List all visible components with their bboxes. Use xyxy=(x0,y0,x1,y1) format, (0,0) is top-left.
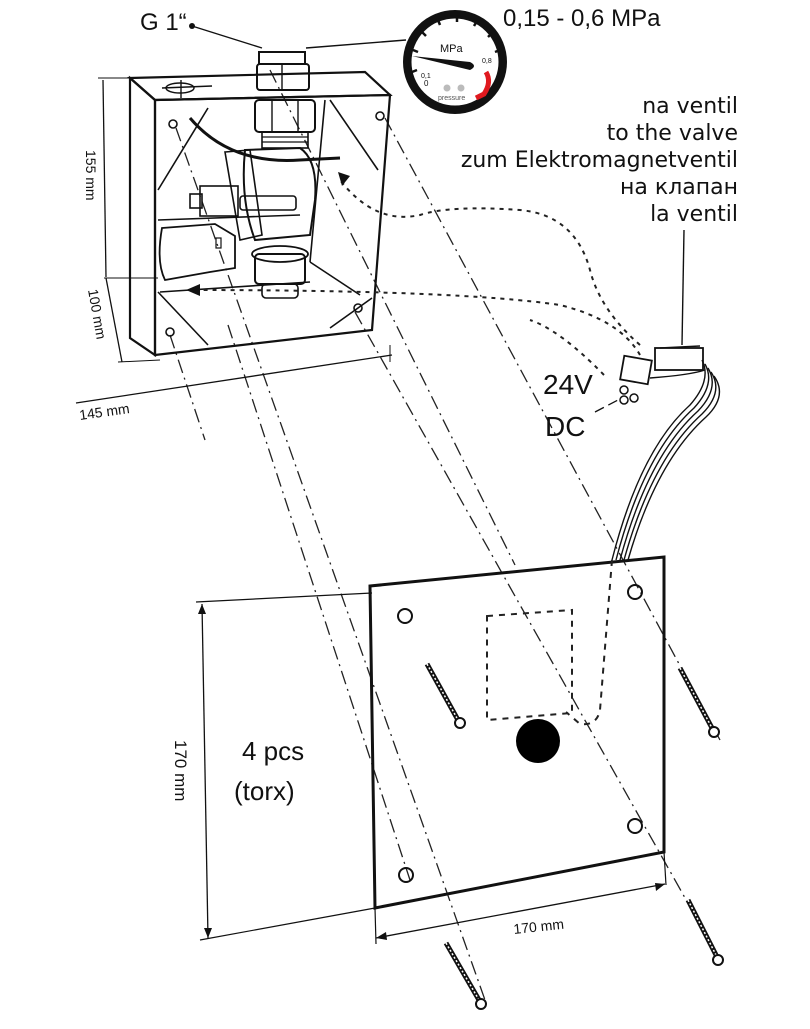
cable-route xyxy=(339,179,641,346)
plate-hole xyxy=(627,584,643,600)
box-depth-label: 100 mm xyxy=(85,288,110,341)
torx-screw xyxy=(424,662,466,729)
alignment-line xyxy=(169,334,206,441)
gauge-caption: pressure xyxy=(438,95,465,102)
screws-qty-label: 4 pcs xyxy=(242,736,304,766)
voltage-label-line2: DC xyxy=(545,411,585,442)
solenoid-valve xyxy=(158,51,341,299)
plate-hole xyxy=(627,818,643,834)
alignment-lines xyxy=(169,69,721,1001)
voltage-label-line1: 24V xyxy=(543,369,593,400)
cover-plate xyxy=(368,555,666,910)
alignment-line xyxy=(354,311,721,961)
plate-hole xyxy=(398,867,414,883)
box-dimensions: 155 mm 100 mm 145 mm xyxy=(75,77,393,423)
connector xyxy=(611,345,721,561)
mount-hole xyxy=(353,303,363,313)
sensor-window xyxy=(516,719,560,763)
gauge-needle xyxy=(412,56,474,70)
inlet-thread-label: G 1“ xyxy=(140,9,187,36)
torx-screw xyxy=(685,898,724,966)
hidden-module-outline xyxy=(486,608,573,722)
gauge-scale-low: 0,1 xyxy=(421,73,431,80)
valve-note-line: на клапан xyxy=(620,175,738,200)
mount-hole xyxy=(165,327,175,337)
plate-hole xyxy=(397,608,413,624)
gauge-scale-zero: 0 xyxy=(424,79,429,88)
alignment-line xyxy=(175,127,486,1001)
mount-hole xyxy=(168,119,178,129)
gauge-unit: MPa xyxy=(440,43,464,55)
box-width-label: 145 mm xyxy=(78,400,130,423)
alignment-line xyxy=(269,69,516,566)
valve-note-line: zum Elektromagnetventil xyxy=(461,148,738,173)
plate-dimensions: 170 mm 170 mm xyxy=(171,592,667,945)
valve-note: na ventil to the valve zum Elektromagnet… xyxy=(461,94,738,346)
screws-type-label: (torx) xyxy=(234,776,295,806)
alignment-line xyxy=(227,324,411,881)
box-height-label: 155 mm xyxy=(83,150,99,201)
plate-width-label: 170 mm xyxy=(513,916,565,937)
valve-note-line: na ventil xyxy=(642,94,738,119)
alignment-line xyxy=(384,117,721,741)
torx-screw xyxy=(443,941,487,1010)
cable-route xyxy=(529,319,605,376)
mount-hole xyxy=(375,111,385,121)
gauge-scale-high: 0,8 xyxy=(482,58,492,65)
gauge-red-zone xyxy=(474,70,492,101)
cable-route xyxy=(187,289,641,356)
valve-note-line: la ventil xyxy=(650,202,738,227)
torx-screw xyxy=(677,666,720,738)
valve-note-line: to the valve xyxy=(607,121,738,146)
pressure-range-label: 0,15 - 0,6 MPa xyxy=(503,5,661,32)
plate-height-label: 170 mm xyxy=(171,740,190,801)
concealed-box xyxy=(127,70,393,358)
screws xyxy=(424,662,724,1010)
pressure-gauge: MPa 0,1 0 0,8 pressure xyxy=(305,10,507,114)
